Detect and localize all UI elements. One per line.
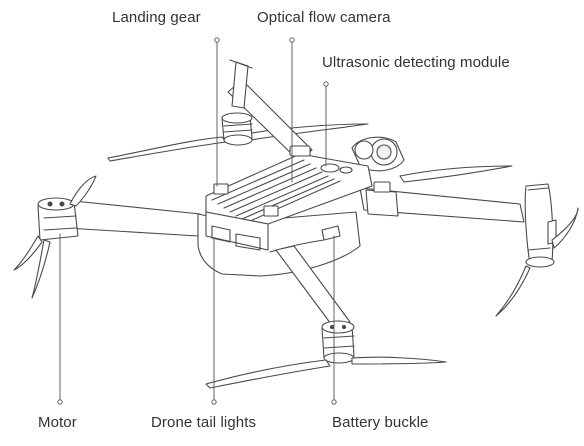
arm-right: [359, 187, 525, 223]
label-battery-buckle: Battery buckle: [332, 414, 429, 431]
motor-left: [37, 197, 79, 241]
label-motor: Motor: [38, 414, 77, 431]
propeller-rear-right: [399, 165, 513, 183]
arm-rear-left: [227, 59, 313, 161]
label-optical-flow-camera: Optical flow camera: [257, 9, 391, 26]
motor-front-bottom: [321, 320, 355, 364]
arm-front-bottom: [275, 245, 351, 329]
label-landing-gear: Landing gear: [112, 9, 201, 26]
leader-lines: [57, 37, 337, 405]
label-ultrasonic-module: Ultrasonic detecting module: [322, 54, 510, 71]
motor-right: [524, 183, 557, 268]
propeller-right: [495, 207, 579, 317]
motor-rear-left: [221, 112, 253, 146]
arm-left: [63, 199, 201, 237]
label-drone-tail-lights: Drone tail lights: [151, 414, 257, 431]
propeller-left: [13, 175, 97, 299]
drone-body: [197, 145, 391, 277]
propeller-front-bottom: [205, 356, 447, 389]
